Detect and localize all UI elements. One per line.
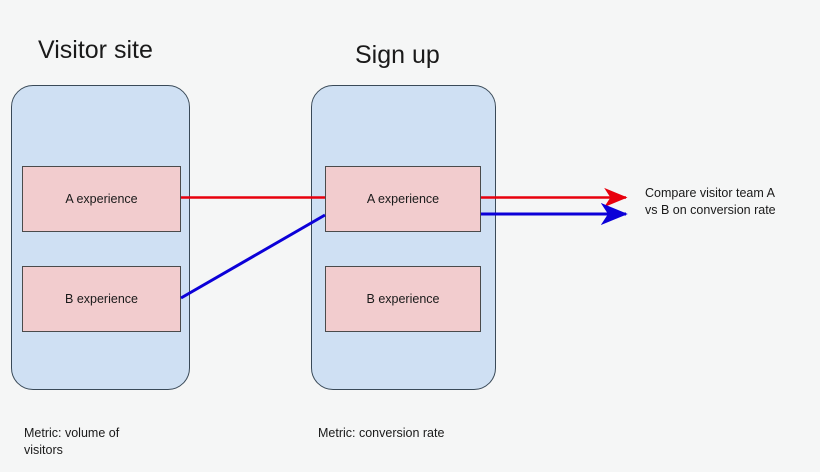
stage-container-sign-up[interactable] — [311, 85, 496, 390]
comparison-result-line-2: vs B on conversion rate — [645, 203, 776, 217]
experience-box-signup-a[interactable]: A experience — [325, 166, 481, 232]
comparison-result-label: Compare visitor team A vs B on conversio… — [645, 185, 820, 219]
stage-container-visitor-site[interactable] — [11, 85, 190, 390]
comparison-result-line-1: Compare visitor team A — [645, 186, 775, 200]
metric-caption-sign-up: Metric: conversion rate — [318, 426, 445, 440]
experience-box-signup-b[interactable]: B experience — [325, 266, 481, 332]
metric-caption-visitor-site: Metric: volume of visitors — [24, 426, 120, 457]
stage-title-sign-up: Sign up — [355, 41, 440, 69]
stage-title-visitor-site: Visitor site — [38, 36, 153, 64]
edge-blue-visitor-b-to-signup-a — [180, 213, 326, 300]
experience-box-visitor-b[interactable]: B experience — [22, 266, 181, 332]
experience-box-visitor-a[interactable]: A experience — [22, 166, 181, 232]
